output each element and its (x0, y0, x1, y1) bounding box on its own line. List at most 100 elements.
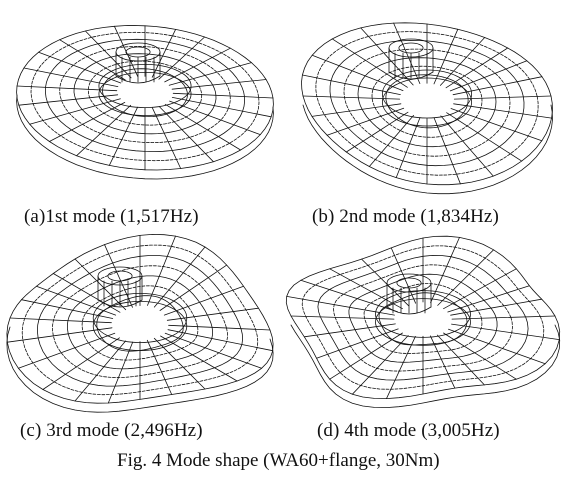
mesh-spoke (395, 117, 421, 179)
caption-a: (a)1st mode (1,517Hz) (24, 206, 199, 227)
mesh-spoke (151, 107, 182, 169)
mesh-spoke (169, 100, 261, 136)
mesh-spoke (311, 103, 402, 117)
mesh-b (301, 22, 553, 195)
mesh-spoke (153, 337, 206, 390)
caption-b: (b) 2nd mode (1,834Hz) (312, 206, 499, 227)
mesh-spoke (168, 324, 271, 331)
mesh-spoke (360, 27, 414, 86)
mesh-spoke (449, 60, 528, 92)
mesh-spoke (160, 335, 238, 382)
mesh-spoke (446, 112, 523, 162)
mesh-spoke (16, 85, 118, 92)
mesh-spoke (386, 336, 416, 400)
mesh-spoke (439, 37, 486, 86)
caption-d: (d) 4th mode (3,005Hz) (317, 420, 500, 441)
mesh-spoke (329, 268, 403, 310)
mesh-spoke (74, 340, 127, 402)
mesh-spoke (437, 249, 495, 306)
mesh-spoke (390, 247, 417, 304)
mode-shape-panel-a (0, 0, 280, 205)
mesh-spoke (443, 268, 517, 310)
mesh-spoke (303, 323, 396, 338)
figure-caption: Fig. 4 Mode shape (WA60+flange, 30Nm) (117, 450, 440, 471)
flange-a (98, 64, 192, 117)
mesh-spoke (17, 332, 116, 369)
flange-d (375, 290, 471, 346)
mesh-spoke (448, 328, 546, 365)
mesh-spoke (443, 332, 517, 380)
mesh-spoke (368, 115, 415, 167)
mesh-rim (6, 326, 274, 413)
mesh-spoke (153, 246, 206, 308)
mesh-spoke (300, 279, 398, 313)
mesh-spoke (38, 51, 122, 84)
mesh-spoke (167, 329, 274, 352)
mesh-a (16, 25, 274, 180)
hub-b (388, 38, 434, 80)
mesh-spoke (331, 38, 408, 88)
mesh-spoke (29, 98, 121, 125)
mesh-spoke (59, 39, 126, 81)
mesh-spoke (286, 296, 395, 316)
hub-d (386, 273, 432, 315)
mesh-spoke (158, 106, 214, 163)
mesh-spoke (172, 92, 274, 99)
mesh-plot-b (301, 22, 553, 195)
mesh-d (285, 235, 561, 409)
mesh-spoke (6, 327, 113, 343)
mesh-rim (16, 94, 274, 180)
mesh-spoke (450, 298, 543, 316)
mesh-spoke (9, 317, 112, 324)
hub-c (97, 266, 143, 308)
mesh-spoke (85, 30, 132, 79)
mesh-spoke (302, 95, 401, 100)
mesh-spoke (326, 107, 405, 136)
mesh-spoke (453, 103, 553, 119)
mesh-rim (290, 324, 561, 409)
mesh-spoke (453, 95, 552, 100)
mesh-spoke (164, 103, 242, 151)
mesh-plot-c (6, 233, 274, 413)
mesh-spoke (433, 28, 459, 85)
mesh-spoke (107, 341, 134, 404)
mesh-spoke (171, 79, 267, 90)
mesh-spoke (440, 115, 494, 177)
mesh-plot-a (16, 25, 274, 180)
mode-shape-panel-b (281, 0, 561, 205)
mesh-spoke (18, 94, 119, 106)
mesh-plot-d (285, 235, 561, 409)
caption-c: (c) 3rd mode (2,496Hz) (20, 420, 203, 441)
mesh-spoke (301, 74, 401, 95)
mesh-spoke (452, 76, 543, 96)
mesh-spoke (433, 117, 461, 185)
mesh-spoke (393, 22, 421, 84)
mesh-spoke (311, 54, 404, 91)
mesh-spoke (164, 47, 231, 83)
mesh-spoke (447, 285, 530, 313)
mesh-c (6, 233, 274, 413)
mesh-spoke (146, 339, 173, 395)
mesh-spoke (171, 97, 272, 118)
mesh-spoke (147, 235, 176, 306)
mesh-spoke (74, 258, 127, 311)
mode-shape-panel-c (0, 228, 280, 433)
mesh-spoke (23, 67, 119, 87)
mesh-rim (302, 104, 553, 195)
mesh-spoke (158, 36, 206, 80)
mesh-spoke (436, 334, 485, 386)
mesh-spoke (52, 273, 121, 313)
mesh-spoke (316, 328, 399, 359)
mesh-spoke (42, 337, 120, 390)
mesh-spoke (36, 285, 117, 316)
mesh-spoke (345, 111, 409, 153)
mesh-spoke (430, 236, 460, 304)
mode-shape-panel-d (281, 228, 561, 433)
mesh-spoke (290, 315, 395, 320)
mesh-spoke (151, 28, 177, 78)
mesh-spoke (108, 106, 139, 166)
mesh-spoke (329, 332, 403, 380)
mesh-spoke (164, 332, 263, 369)
hub-a (115, 42, 161, 84)
mesh-spoke (445, 47, 509, 89)
